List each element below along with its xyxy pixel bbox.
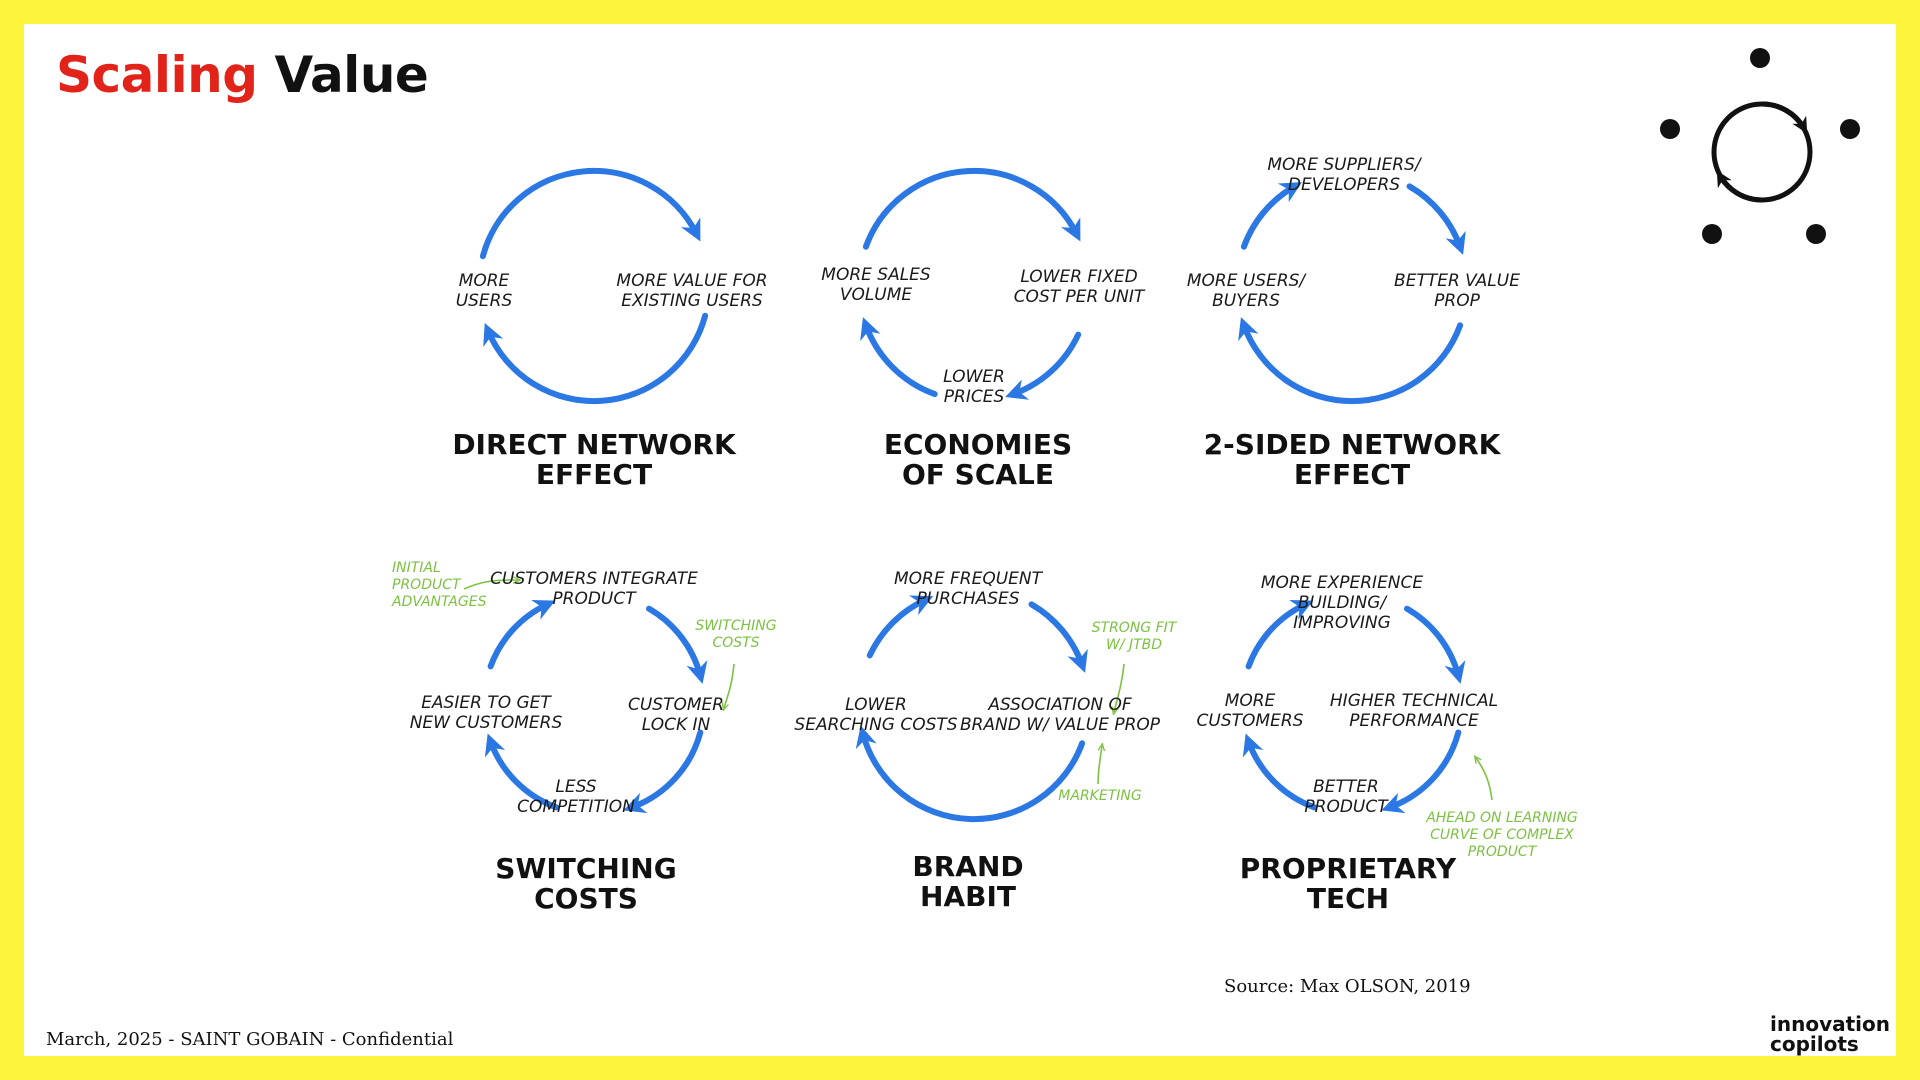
switching-costs-loop-arrow-4: [484, 733, 560, 811]
2-sided-network-effect-loop-arrow-1: [1240, 182, 1302, 250]
brand-habit-loop-arrow-3: [855, 725, 1086, 823]
logo-arrow-bottom: [1716, 170, 1763, 203]
title-accent: Scaling: [56, 46, 258, 104]
note-arrow-switching-costs: [724, 663, 735, 708]
direct-network-effect-loop-arrow-2: [483, 312, 709, 405]
note-arrow-strong-fit: [1114, 663, 1125, 712]
logo-dot-top: [1750, 48, 1770, 68]
direct-network-effect-loop-arrow-1: [479, 167, 701, 260]
brand-habit-loop-arrow-1: [866, 595, 934, 659]
source-citation: Source: Max OLSON, 2019: [1224, 976, 1471, 997]
brand-logo: innovation copilots: [1770, 1014, 1890, 1054]
logo-dot-bottom-right: [1806, 224, 1826, 244]
cycle-with-dots-icon: [1660, 48, 1860, 244]
switching-costs-loop-arrow-1: [487, 599, 556, 670]
economies-of-scale-loop-arrow-3: [860, 317, 938, 398]
page-title: Scaling Value: [56, 46, 429, 104]
brand-line-2: copilots: [1770, 1032, 1859, 1056]
logo-dot-left: [1660, 119, 1680, 139]
proprietary-tech-loop-arrow-2: [1404, 605, 1466, 684]
logo-dot-bottom-left: [1702, 224, 1722, 244]
brand-line-1: innovation: [1770, 1012, 1890, 1036]
note-arrow-marketing: [1097, 746, 1102, 785]
note-arrow-ahead-on-learning: [1476, 758, 1493, 801]
proprietary-tech-loop-arrow-1: [1245, 599, 1314, 670]
2-sided-network-effect-node-1: MORE SUPPLIERS/DEVELOPERS: [1267, 155, 1423, 195]
note-arrow-initial-advantages: [463, 580, 518, 590]
economies-of-scale-loop-arrow-2: [1005, 331, 1082, 400]
footer-confidential: March, 2025 - SAINT GOBAIN - Confidentia…: [46, 1029, 454, 1050]
brand-habit-loop-arrow-2: [1028, 601, 1088, 673]
title-rest: Value: [274, 46, 429, 104]
2-sided-network-effect-node-3: MORE USERS/BUYERS: [1187, 271, 1308, 311]
proprietary-tech-loop-arrow-3: [1381, 729, 1462, 814]
switching-costs-loop-arrow-2: [646, 605, 708, 684]
brand-habit-note-2: MARKETING: [1058, 788, 1142, 804]
proprietary-tech-loop-arrow-4: [1242, 733, 1318, 811]
switching-costs-loop-arrow-3: [623, 729, 704, 814]
2-sided-network-effect-loop-arrow-2: [1406, 183, 1466, 255]
2-sided-network-effect-loop-arrow-3: [1238, 317, 1464, 405]
logo-arrow-top: [1761, 101, 1808, 134]
logo-dot-right: [1840, 119, 1860, 139]
arcs-layer: [463, 167, 1493, 823]
economies-of-scale-loop-arrow-1: [862, 167, 1081, 250]
